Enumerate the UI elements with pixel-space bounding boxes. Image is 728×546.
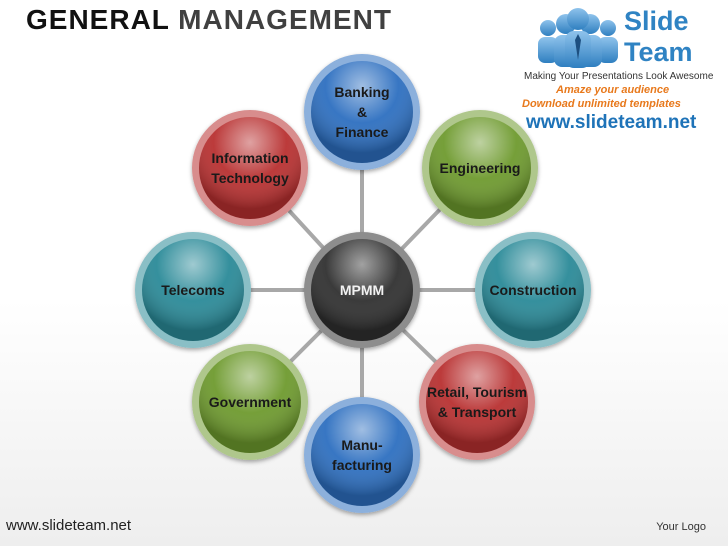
slideteam-logo[interactable]: Slide Team Making Your Presentations Loo… [522, 4, 722, 138]
center-node: MPMM [304, 232, 420, 348]
node-construction: Construction [475, 232, 591, 348]
logo-brand-team: Team [624, 37, 693, 67]
node-engineering-gloss [429, 117, 531, 219]
logo-website-link[interactable]: www.slideteam.net [526, 112, 697, 133]
node-banking-finance-label-line-2: & [357, 104, 367, 120]
title-part-management: MANAGEMENT [178, 4, 392, 35]
node-banking-finance-label-line-3: Finance [336, 124, 389, 140]
node-retail-tourism-transport-gloss [426, 351, 528, 453]
node-information-technology-label-line-2: Technology [211, 170, 289, 186]
node-manufacturing-label-line-1: Manu- [341, 437, 383, 453]
node-banking-finance-label-line-1: Banking [334, 84, 389, 100]
center-node-label-line-1: MPMM [340, 282, 384, 298]
logo-tagline: Making Your Presentations Look Awesome [524, 71, 714, 82]
footer-logo-placeholder: Your Logo [656, 521, 706, 533]
node-information-technology-gloss [199, 117, 301, 219]
node-retail-tourism-transport-label-line-1: Retail, Tourism [427, 384, 527, 400]
people-icon [538, 8, 618, 68]
node-manufacturing-gloss [311, 404, 413, 506]
logo-brand-slide: Slide [624, 6, 689, 36]
title-part-general: GENERAL [26, 4, 170, 35]
node-government-label-line-1: Government [209, 394, 292, 410]
node-government-gloss [199, 351, 301, 453]
node-telecoms-gloss [142, 239, 244, 341]
promo-amaze: Amaze your audience [556, 84, 670, 96]
node-information-technology-label-line-1: Information [212, 150, 289, 166]
node-engineering: Engineering [422, 110, 538, 226]
node-manufacturing: Manu-facturing [304, 397, 420, 513]
node-construction-label-line-1: Construction [489, 282, 576, 298]
node-banking-finance: Banking & Finance [304, 54, 420, 170]
node-retail-tourism-transport: Retail, Tourism & Transport [419, 344, 535, 460]
node-telecoms: Telecoms [135, 232, 251, 348]
promo-download: Download unlimited templates [522, 98, 681, 110]
page-title: GENERAL MANAGEMENT [26, 4, 392, 36]
node-manufacturing-label-line-2: facturing [332, 457, 392, 473]
node-construction-gloss [482, 239, 584, 341]
node-retail-tourism-transport-label-line-2: & Transport [438, 404, 517, 420]
center-node-gloss [311, 239, 413, 341]
node-engineering-label-line-1: Engineering [440, 160, 521, 176]
node-telecoms-label-line-1: Telecoms [161, 282, 225, 298]
diagram-nodes: Banking & FinanceEngineeringConstructionRe… [135, 54, 591, 513]
node-government: Government [192, 344, 308, 460]
footer-website-link[interactable]: www.slideteam.net [6, 517, 132, 534]
node-banking-finance-gloss [311, 61, 413, 163]
